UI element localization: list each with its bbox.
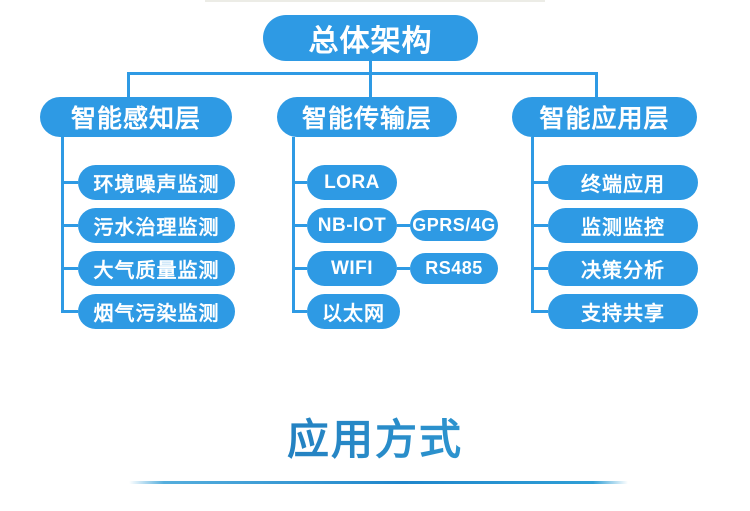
stub-gprs-4g bbox=[397, 224, 410, 227]
stub-env-noise bbox=[61, 181, 78, 184]
stub-monitoring-control bbox=[531, 224, 548, 227]
node-terminal-application: 终端应用 bbox=[548, 165, 698, 200]
stub-ethernet bbox=[292, 310, 307, 313]
node-environmental-noise-monitoring: 环境噪声监测 bbox=[78, 165, 235, 200]
stub-support-sharing bbox=[531, 310, 548, 313]
layer-node-transmission: 智能传输层 bbox=[277, 97, 457, 137]
connector-branch-bar bbox=[127, 72, 598, 75]
top-crop-line bbox=[205, 0, 545, 2]
connector-root-stem bbox=[369, 61, 372, 73]
node-monitoring-control: 监测监控 bbox=[548, 208, 698, 243]
node-support-sharing: 支持共享 bbox=[548, 294, 698, 329]
node-ethernet: 以太网 bbox=[307, 294, 400, 329]
layer-node-perception: 智能感知层 bbox=[40, 97, 232, 137]
stub-sewage bbox=[61, 224, 78, 227]
node-rs485: RS485 bbox=[410, 253, 498, 284]
connector-drop-perception bbox=[127, 74, 130, 97]
section-divider bbox=[129, 481, 628, 484]
stub-terminal-app bbox=[531, 181, 548, 184]
node-decision-analysis: 决策分析 bbox=[548, 251, 698, 286]
node-lora: LORA bbox=[307, 165, 397, 200]
stub-wifi bbox=[292, 267, 307, 270]
stub-nb-iot bbox=[292, 224, 307, 227]
section-title: 应用方式 bbox=[0, 406, 750, 467]
root-node: 总体架构 bbox=[263, 15, 478, 61]
stub-rs485 bbox=[397, 267, 410, 270]
stub-air-quality bbox=[61, 267, 78, 270]
node-wifi: WIFI bbox=[307, 251, 397, 286]
node-nb-iot: NB-lOT bbox=[307, 208, 397, 243]
connector-drop-application bbox=[595, 74, 598, 97]
connector-drop-transmission bbox=[369, 74, 372, 97]
node-flue-gas-pollution-monitoring: 烟气污染监测 bbox=[78, 294, 235, 329]
layer-node-application: 智能应用层 bbox=[512, 97, 697, 137]
node-air-quality-monitoring: 大气质量监测 bbox=[78, 251, 235, 286]
node-gprs-4g: GPRS/4G bbox=[410, 210, 498, 241]
stub-lora bbox=[292, 181, 307, 184]
stub-flue-gas bbox=[61, 310, 78, 313]
node-sewage-treatment-monitoring: 污水治理监测 bbox=[78, 208, 235, 243]
stub-decision-analysis bbox=[531, 267, 548, 270]
